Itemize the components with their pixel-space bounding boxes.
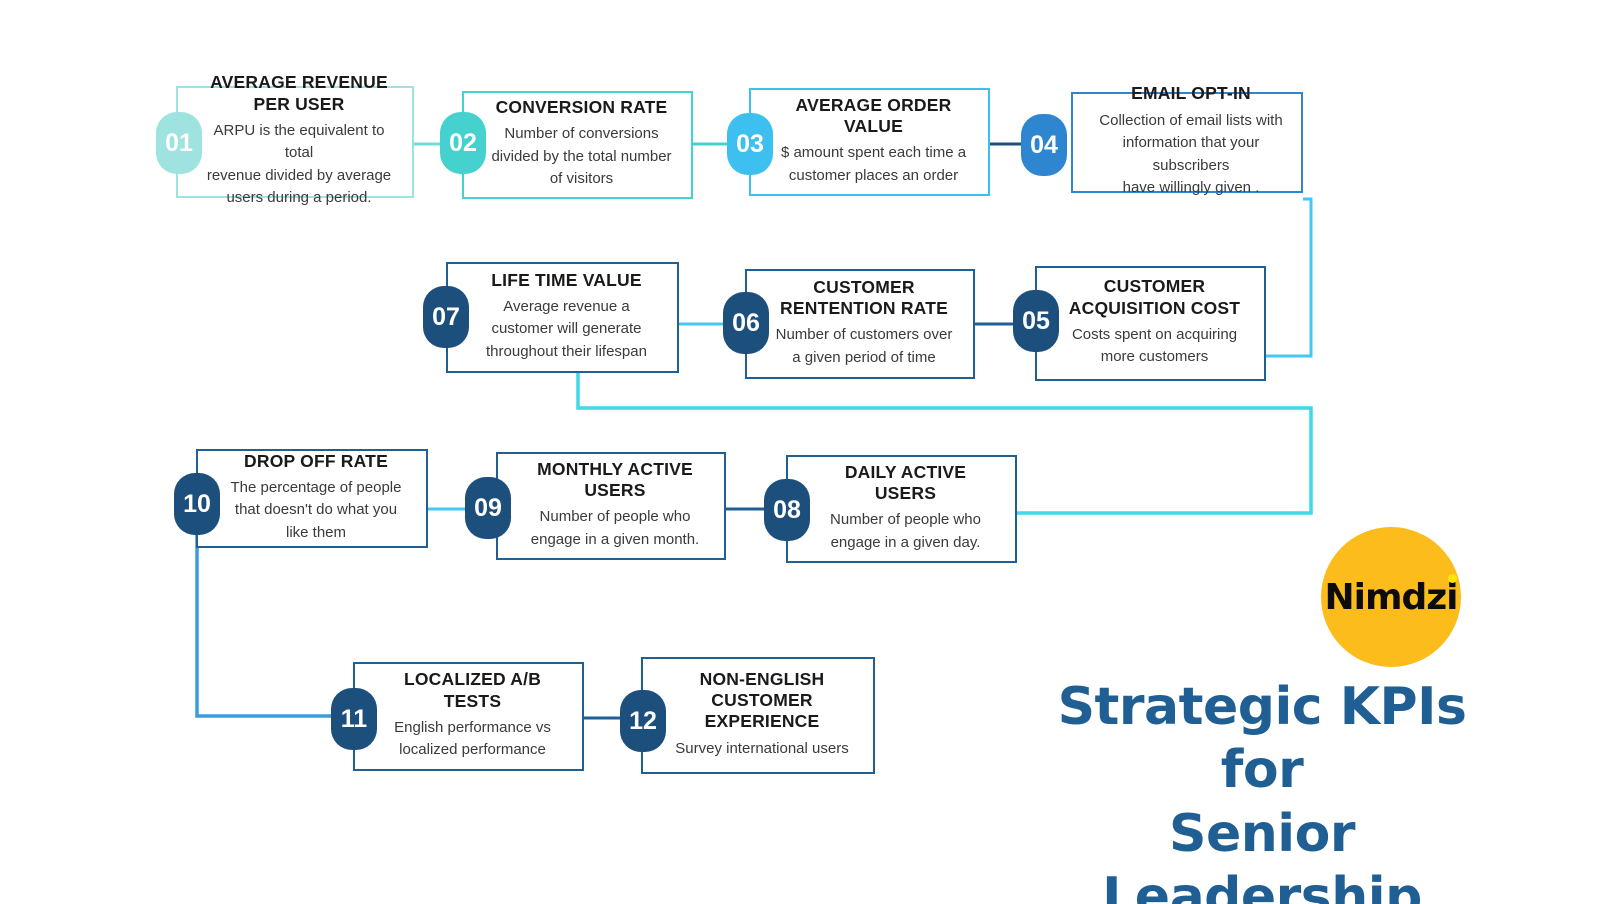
nimdzi-wordmark: Nimdzi	[1324, 573, 1459, 618]
kpi-card-09[interactable]: MONTHLY ACTIVE USERS Number of people who…	[496, 452, 726, 560]
kpi-card-05[interactable]: CUSTOMER ACQUISITION COST Costs spent on …	[1035, 266, 1266, 381]
kpi-description: Costs spent on acquiring more customers	[1071, 325, 1238, 366]
kpi-card-04[interactable]: EMAIL OPT-IN Collection of email lists wi…	[1071, 83, 1303, 196]
kpi-card-03[interactable]: AVERAGE ORDER VALUE $ amount spent each t…	[749, 88, 990, 196]
kpi-number-badge-03[interactable]: 03	[727, 113, 773, 175]
kpi-card-07[interactable]: LIFE TIME VALUE Average revenue a custome…	[446, 262, 679, 373]
kpi-title: LOCALIZED A/B TESTS	[403, 669, 542, 711]
kpi-title: NON-ENGLISH CUSTOMER EXPERIENCE	[699, 668, 825, 732]
kpi-title: CUSTOMER ACQUISITION COST	[1068, 276, 1241, 318]
nimdzi-logo: Nimdzi	[1321, 527, 1461, 667]
kpi-number-badge-09[interactable]: 09	[465, 477, 511, 539]
kpi-description: ARPU is the equivalent to total revenue …	[206, 121, 392, 207]
kpi-description: The percentage of people that doesn't do…	[230, 478, 402, 541]
kpi-description: Number of conversions divided by the tot…	[491, 125, 672, 188]
kpi-card-08[interactable]: DAILY ACTIVE USERS Number of people who e…	[786, 455, 1017, 563]
kpi-number-badge-11[interactable]: 11	[331, 688, 377, 750]
kpi-card-12[interactable]: NON-ENGLISH CUSTOMER EXPERIENCE Survey in…	[641, 657, 875, 774]
kpi-title: LIFE TIME VALUE	[491, 269, 642, 290]
kpi-description: Average revenue a customer will generate…	[486, 297, 647, 360]
kpi-card-02[interactable]: CONVERSION RATE Number of conversions div…	[462, 91, 693, 199]
kpi-description: Number of people who engage in a given m…	[530, 508, 700, 548]
kpi-number-badge-06[interactable]: 06	[723, 292, 769, 354]
kpi-title: DAILY ACTIVE USERS	[844, 461, 967, 503]
kpi-title: EMAIL OPT-IN	[1131, 83, 1251, 104]
kpi-title: AVERAGE REVENUE PER USER	[210, 72, 388, 114]
link-07-down	[576, 373, 1313, 515]
kpi-number-badge-08[interactable]: 08	[764, 479, 810, 541]
kpi-title: DROP OFF RATE	[244, 450, 388, 471]
kpi-number-badge-01[interactable]: 01	[156, 112, 202, 174]
kpi-card-11[interactable]: LOCALIZED A/B TESTS English performance v…	[353, 662, 584, 771]
kpi-number-badge-07[interactable]: 07	[423, 286, 469, 348]
kpi-description: Collection of email lists with informati…	[1099, 111, 1283, 197]
kpi-description: Number of people who engage in a given d…	[830, 511, 981, 551]
kpi-title: CUSTOMER RENTENTION RATE	[780, 276, 948, 318]
kpi-description: Number of customers over a given period …	[775, 326, 953, 366]
kpi-number-badge-04[interactable]: 04	[1021, 114, 1067, 176]
link-10-11	[195, 504, 331, 718]
nimdzi-logo-text: Nimdzi	[1324, 576, 1458, 618]
kpi-description: English performance vs localized perform…	[394, 718, 551, 759]
kpi-title: MONTHLY ACTIVE USERS	[537, 458, 693, 500]
kpi-number-badge-05[interactable]: 05	[1013, 290, 1059, 352]
kpi-card-06[interactable]: CUSTOMER RENTENTION RATE Number of custom…	[745, 269, 975, 379]
kpi-card-01[interactable]: AVERAGE REVENUE PER USER ARPU is the equi…	[176, 72, 414, 206]
kpi-number-badge-02[interactable]: 02	[440, 112, 486, 174]
kpi-description: Survey international users	[675, 739, 849, 757]
kpi-title: CONVERSION RATE	[495, 97, 668, 118]
nimdzi-logo-dot-icon	[1447, 573, 1457, 583]
kpi-description: $ amount spent each time a customer plac…	[780, 144, 967, 184]
page-title: Strategic KPIs for Senior Leadership	[1057, 677, 1467, 904]
link-04-05	[1266, 197, 1313, 358]
kpi-title: AVERAGE ORDER VALUE	[795, 94, 952, 136]
kpi-number-badge-10[interactable]: 10	[174, 473, 220, 535]
kpi-card-10[interactable]: DROP OFF RATE The percentage of people th…	[196, 449, 428, 548]
kpi-number-badge-12[interactable]: 12	[620, 690, 666, 752]
